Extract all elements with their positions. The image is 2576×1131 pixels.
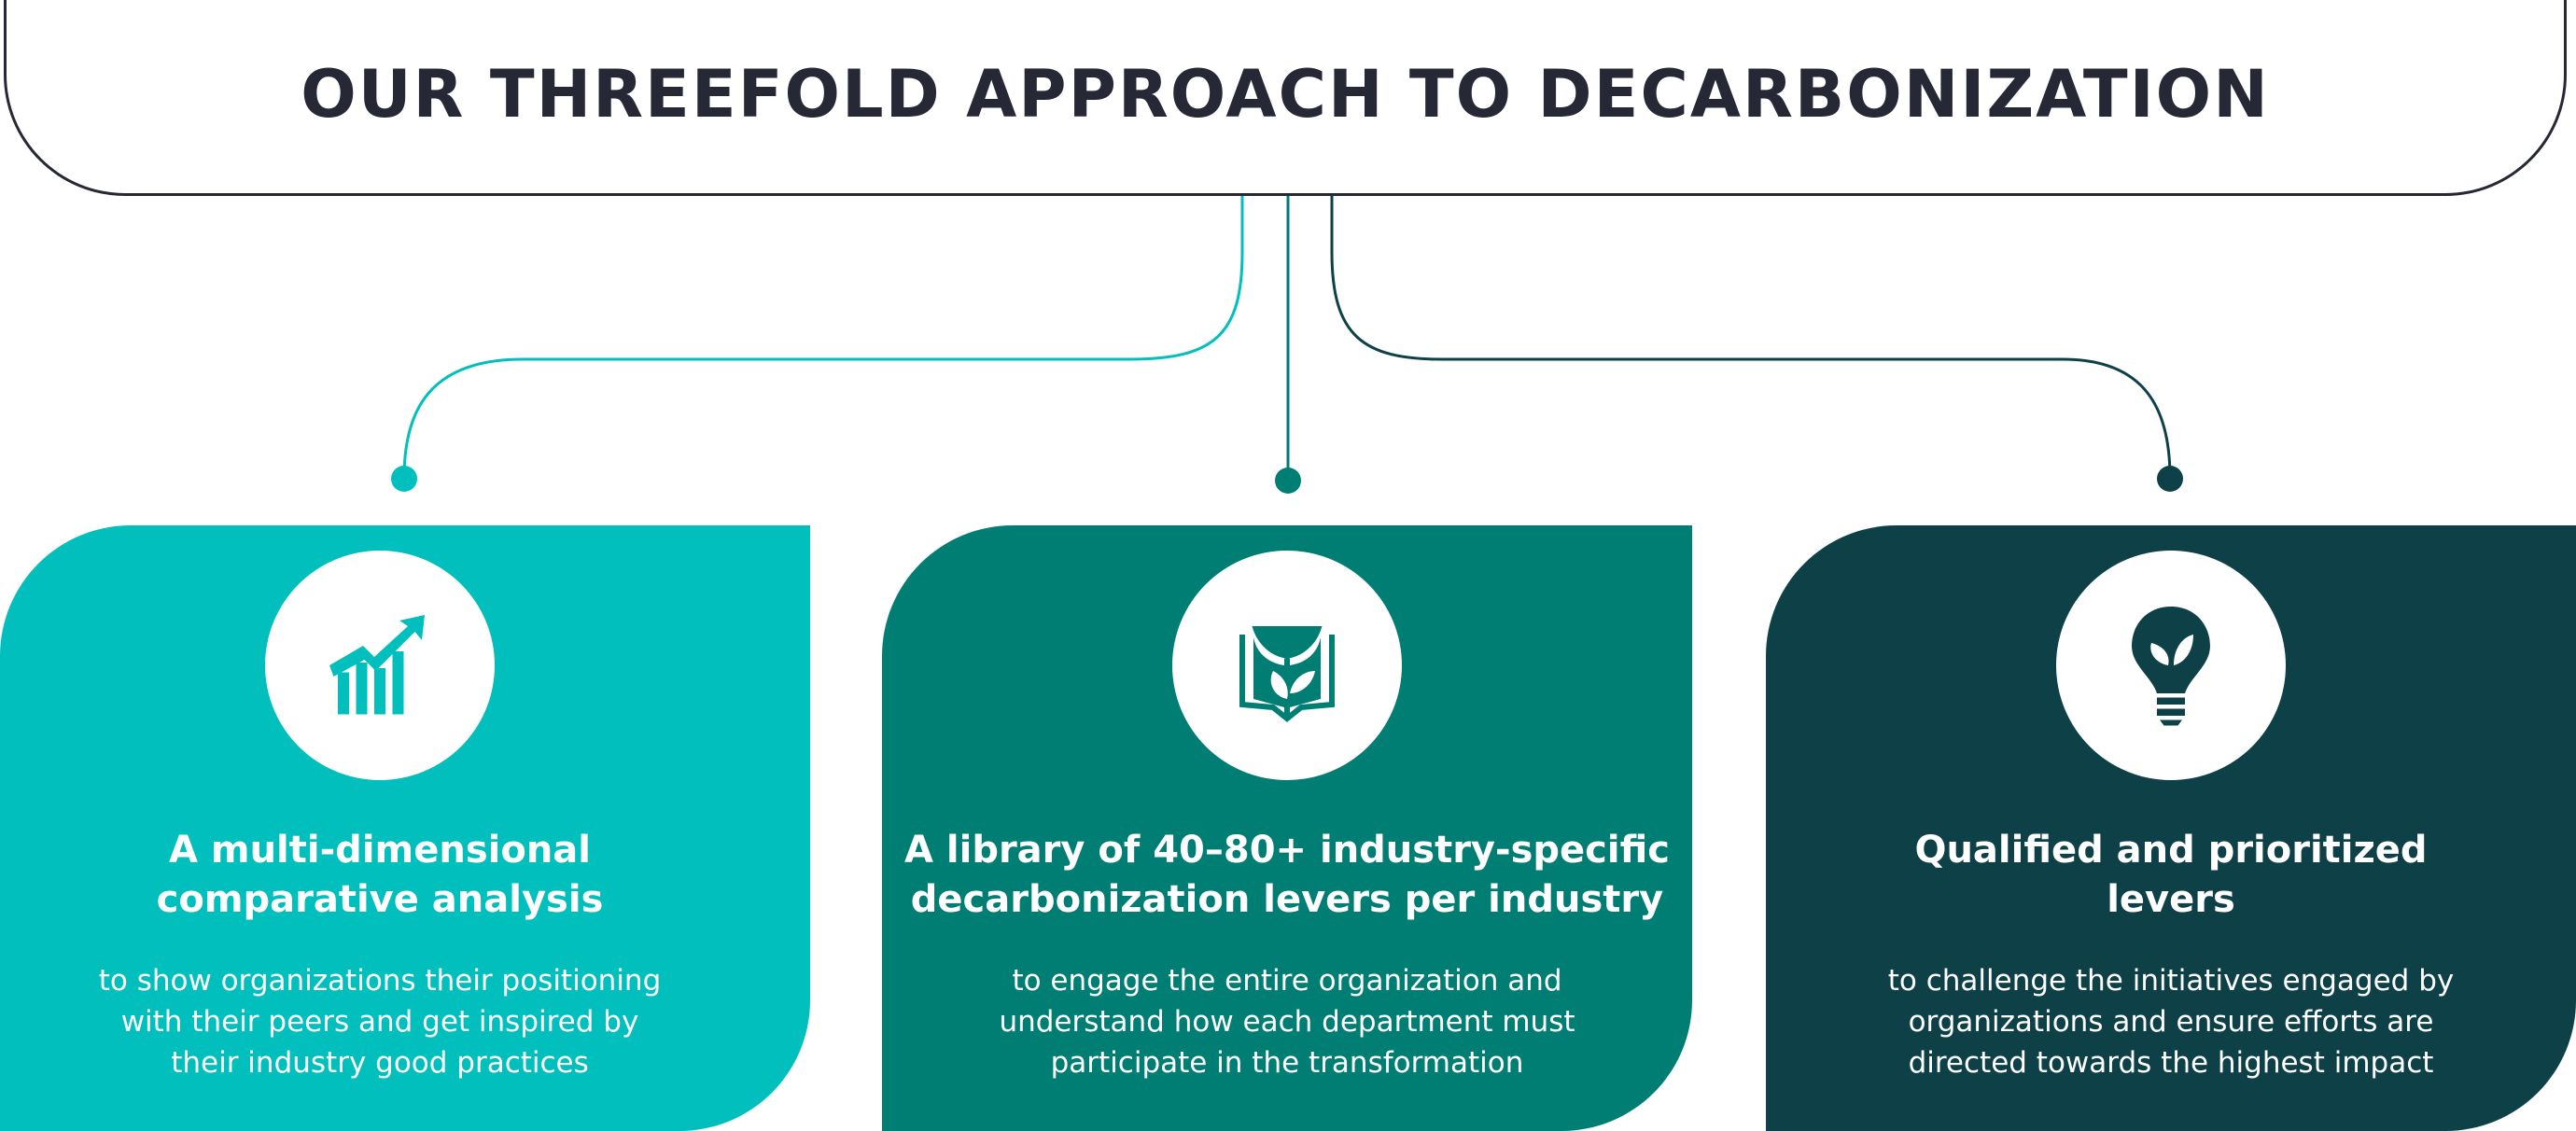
connector-dark	[1330, 196, 2172, 479]
body-line: participate in the transformation	[1050, 1046, 1524, 1080]
body-line: their industry good practices	[171, 1046, 589, 1080]
heading-line: comparative analysis	[156, 878, 604, 921]
connector-dot-teal	[1275, 468, 1301, 494]
card-heading: Qualified and prioritized levers	[1766, 826, 2576, 925]
card-comparative-analysis: A multi-dimensional comparative analysis…	[0, 525, 810, 1131]
card-body: to challenge the initiatives engaged by …	[1766, 960, 2576, 1083]
body-line: organizations and ensure efforts are	[1908, 1005, 2434, 1039]
heading-line: decarbonization levers per industry	[910, 878, 1664, 921]
icon-circle	[265, 551, 495, 780]
body-line: to challenge the initiatives engaged by	[1887, 964, 2455, 998]
body-line: understand how each department must	[999, 1005, 1575, 1039]
body-line: to engage the entire organization and	[1012, 964, 1562, 998]
heading-line: Qualified and prioritized	[1914, 829, 2428, 872]
card-body: to show organizations their positioning …	[0, 960, 760, 1083]
heading-line: levers	[2107, 878, 2235, 921]
icon-circle	[2056, 551, 2286, 780]
connector-dot-dark	[2157, 466, 2183, 492]
body-line: directed towards the highest impact	[1908, 1046, 2434, 1080]
card-body: to engage the entire organization and un…	[882, 960, 1692, 1083]
growth-chart-icon	[329, 615, 425, 715]
card-heading: A multi-dimensional comparative analysis	[0, 826, 760, 925]
card-prioritized-levers: Qualified and prioritized levers to chal…	[1766, 525, 2576, 1131]
body-line: with their peers and get inspired by	[120, 1005, 639, 1039]
body-line: to show organizations their positioning	[98, 964, 662, 998]
heading-line: A multi-dimensional	[169, 829, 591, 872]
card-heading: A library of 40–80+ industry-specific de…	[882, 826, 1692, 925]
title-box: OUR THREEFOLD APPROACH TO DECARBONIZATIO…	[4, 0, 2567, 196]
heading-line: A library of 40–80+ industry-specific	[904, 829, 1670, 872]
page-title: OUR THREEFOLD APPROACH TO DECARBONIZATIO…	[301, 56, 2270, 133]
card-levers-library: A library of 40–80+ industry-specific de…	[882, 525, 1692, 1131]
book-leaf-icon	[1239, 626, 1335, 722]
icon-circle	[1172, 551, 1402, 780]
lightbulb-leaf-icon	[2132, 607, 2210, 726]
connector-dot-cyan	[391, 466, 417, 492]
connector-lines	[391, 196, 2183, 494]
connector-cyan	[402, 196, 1244, 479]
